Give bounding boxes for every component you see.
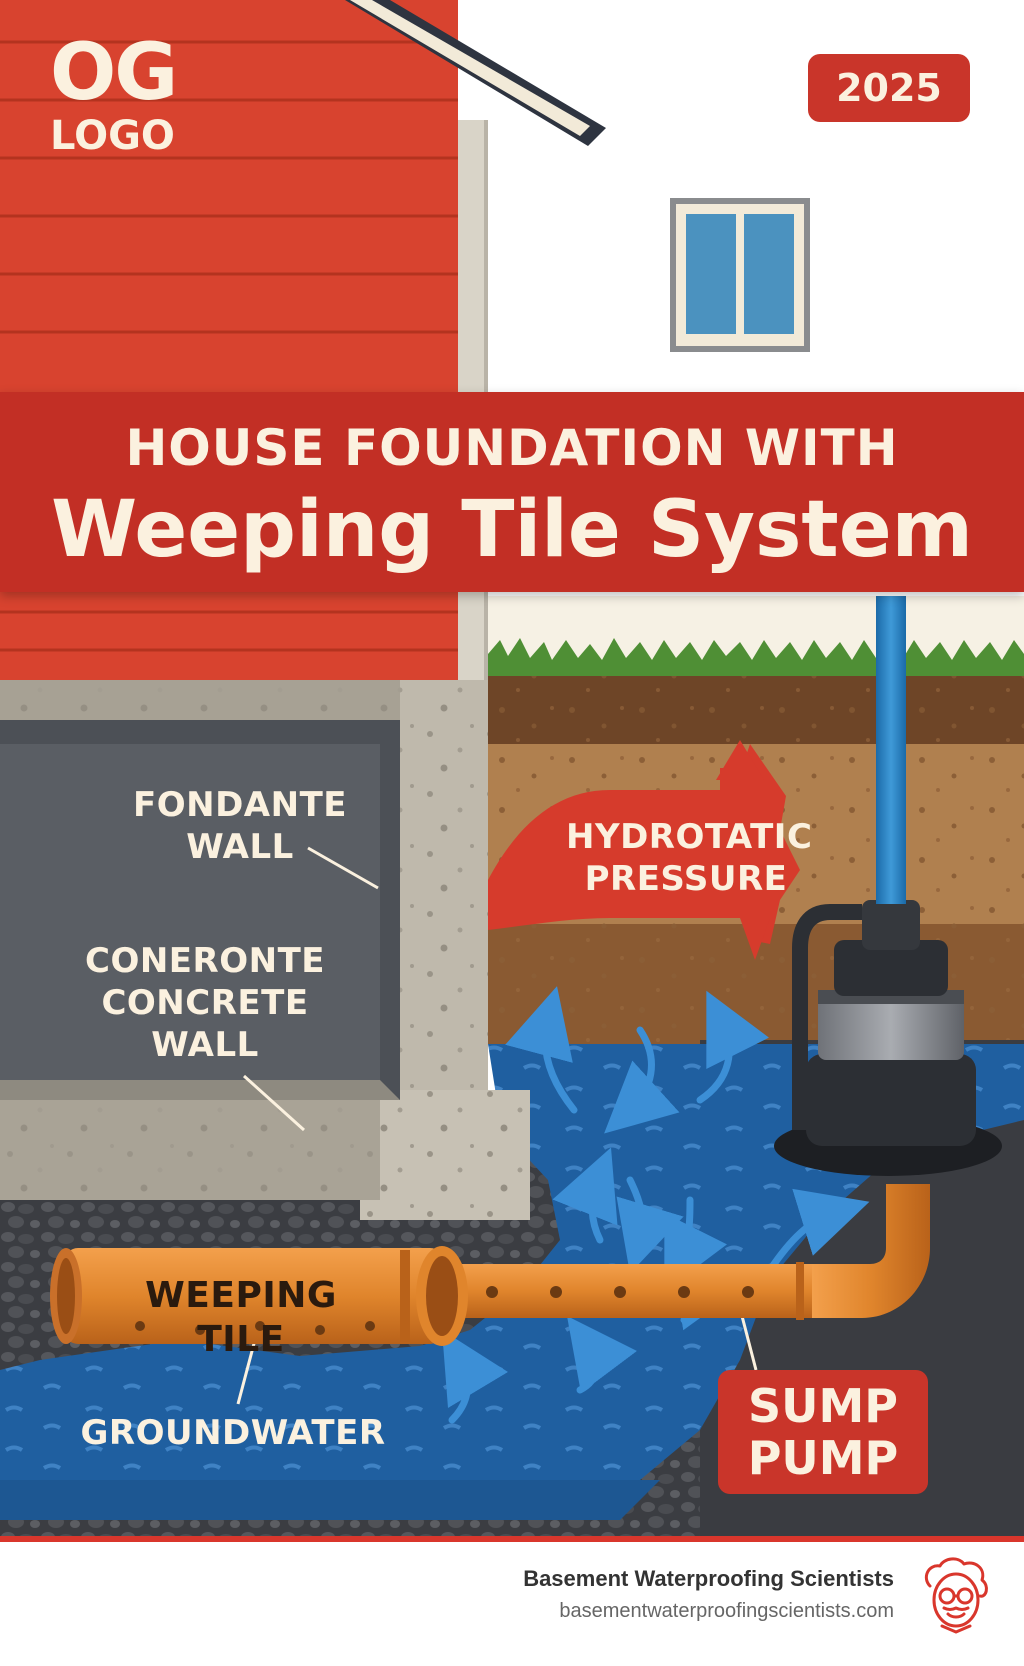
title-line-2: Weeping Tile System (51, 485, 973, 575)
footer-divider (0, 1536, 1024, 1542)
groundwater-area (0, 1044, 1024, 1520)
label-fondante-wall: FONDANTE WALL (130, 784, 350, 868)
sump-pump-unit (774, 596, 1002, 1176)
website-url: basementwaterproofingscientists.com (559, 1600, 894, 1622)
scientist-mascot-icon (924, 1557, 988, 1634)
label-sump-line1: SUMP (748, 1379, 898, 1433)
water-flow-arrows (442, 986, 870, 1424)
label-hydrostatic-line2: PRESSURE (584, 859, 788, 899)
label-concrete-wall: CONERONTE CONCRETE WALL (50, 940, 360, 1066)
label-concrete-line3: WALL (151, 1025, 259, 1065)
logo-text: LOGO (50, 113, 175, 159)
title-banner (0, 392, 1024, 592)
label-pointers (236, 846, 758, 1405)
year-badge: 2025 (808, 54, 970, 122)
label-sump-pump: SUMP PUMP (718, 1370, 928, 1494)
label-hydrostatic-pressure: HYDROTATIC PRESSURE (566, 816, 813, 900)
label-sump-line2: PUMP (747, 1431, 899, 1485)
label-groundwater: GROUNDWATER (80, 1413, 386, 1453)
label-concrete-line2: CONCRETE (101, 983, 309, 1023)
company-name: Basement Waterproofing Scientists (523, 1566, 894, 1591)
label-fondante-line2: WALL (186, 827, 294, 867)
house-window (670, 198, 810, 352)
hydrostatic-arrow (488, 740, 800, 960)
logo-mark: OG (50, 28, 178, 118)
weeping-tile-pipe (50, 1184, 930, 1346)
label-weeping-tile: WEEPING TILE (145, 1275, 337, 1360)
roof-edge (345, 0, 606, 146)
label-hydrostatic-line1: HYDROTATIC (566, 817, 813, 857)
label-concrete-line1: CONERONTE (85, 941, 325, 981)
title-line-1: HOUSE FOUNDATION WITH (125, 419, 899, 477)
foundation-wall (0, 680, 530, 1220)
label-fondante-line1: FONDANTE (133, 785, 347, 825)
footer (0, 1544, 1024, 1666)
